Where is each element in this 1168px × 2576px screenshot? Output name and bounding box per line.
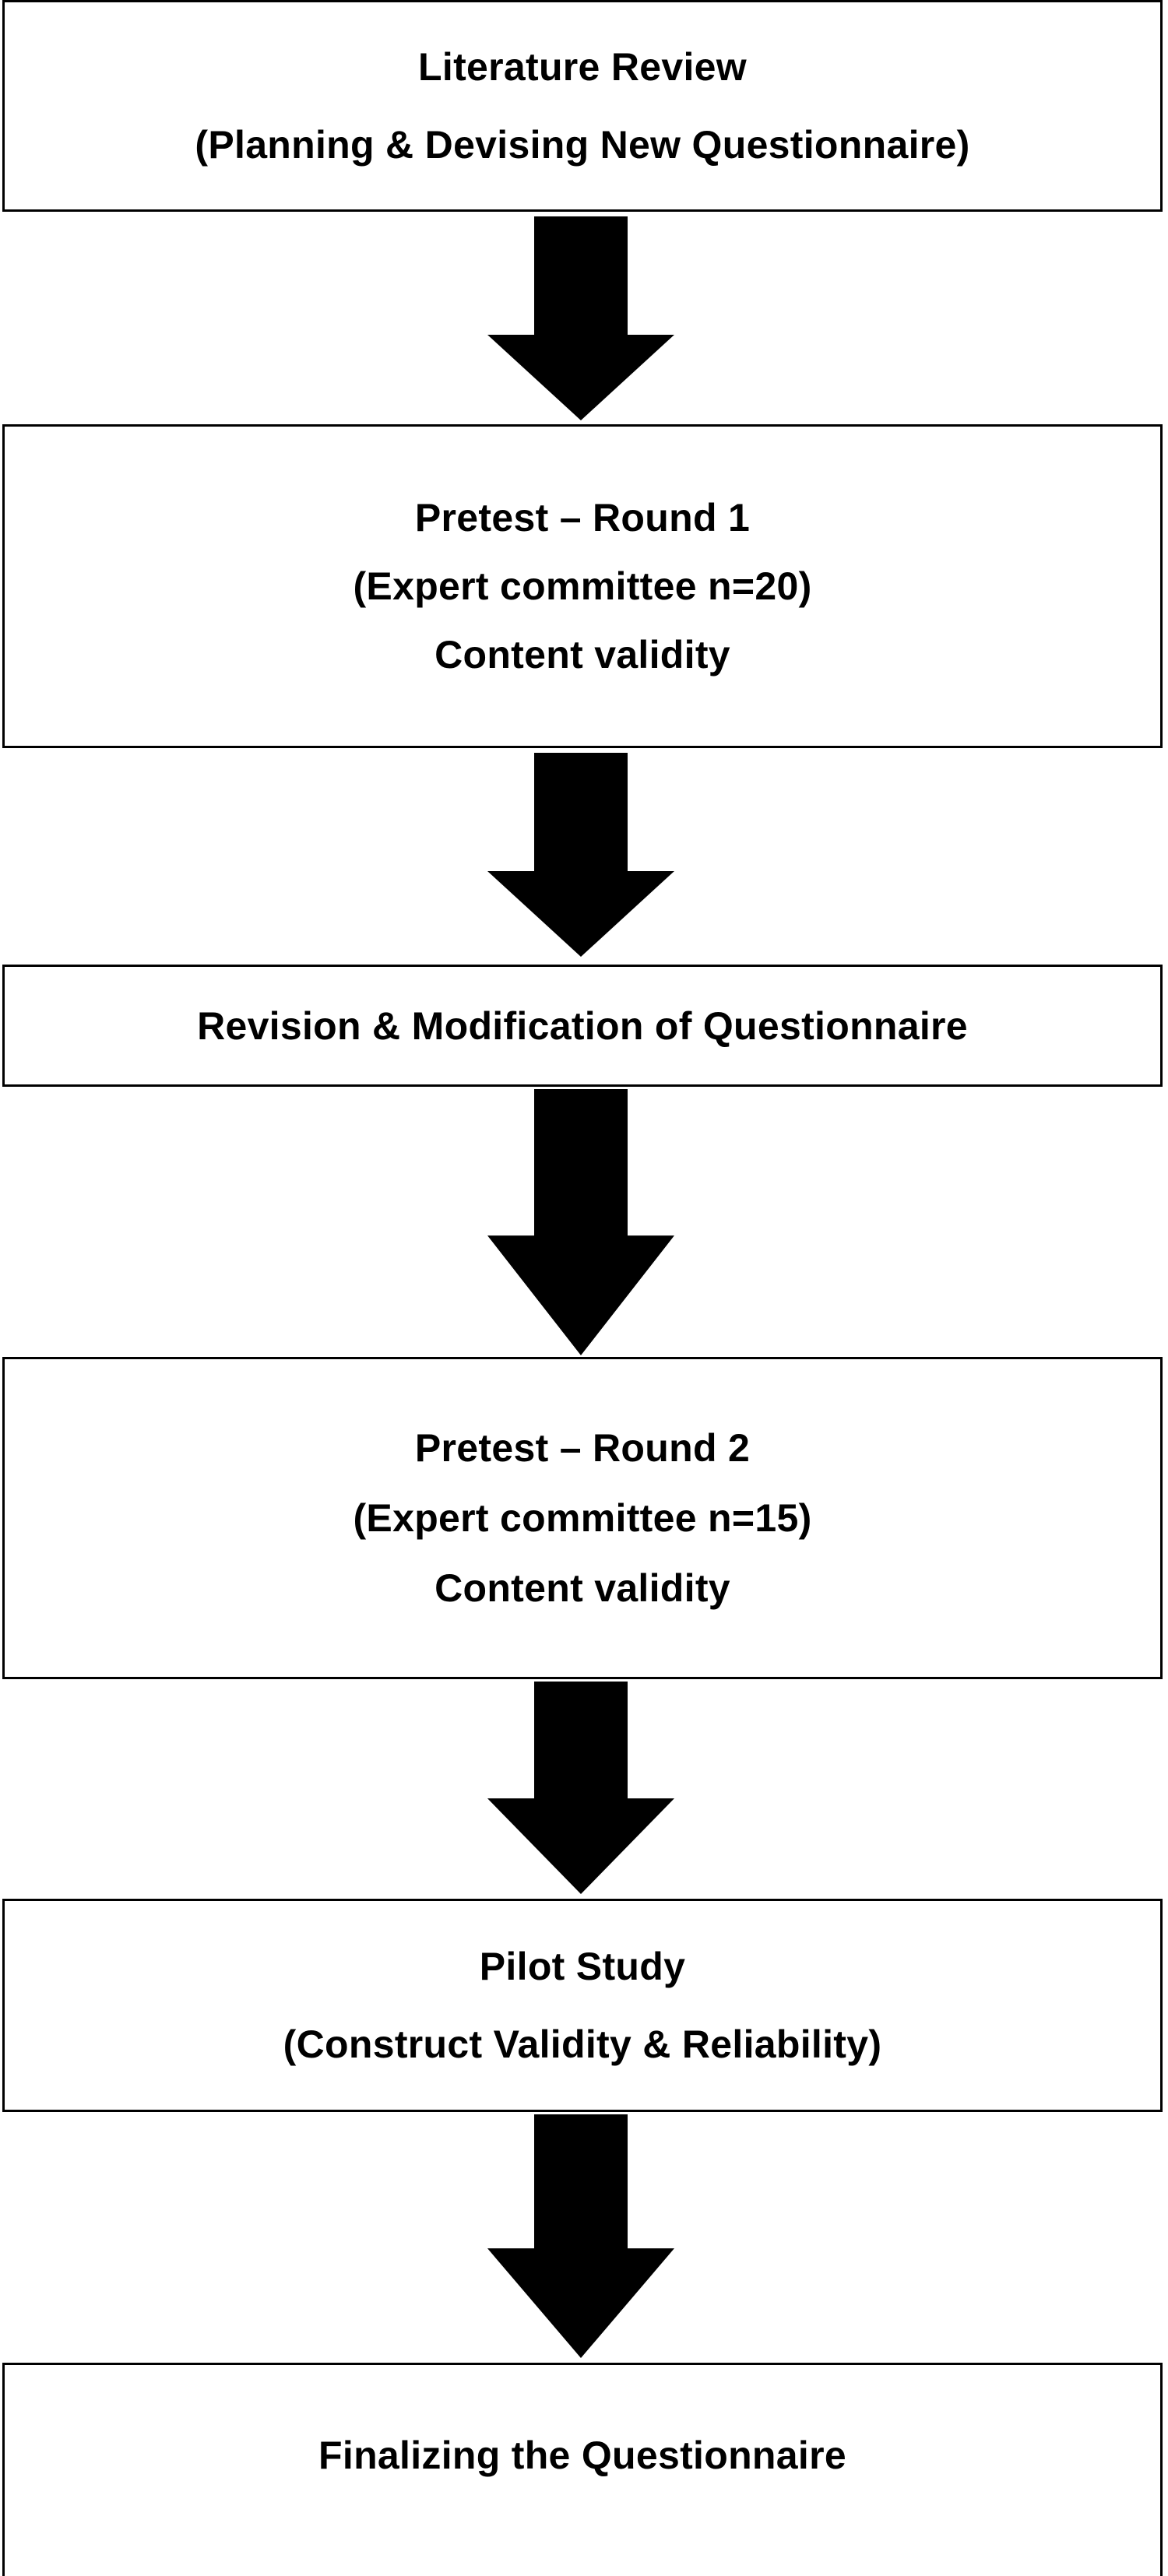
step-pretest-round-1: Pretest – Round 1 (Expert committee n=20… <box>2 424 1163 748</box>
step-revision-modification: Revision & Modification of Questionnaire <box>2 965 1163 1087</box>
step-6-title: Finalizing the Questionnaire <box>318 2433 846 2477</box>
step-4-validity: Content validity <box>434 1566 730 1610</box>
step-1-title: Literature Review <box>418 45 747 89</box>
down-arrow-icon <box>487 2114 674 2358</box>
down-arrow-icon <box>487 753 674 957</box>
step-5-subtitle: (Construct Validity & Reliability) <box>283 2022 882 2066</box>
step-pilot-study: Pilot Study (Construct Validity & Reliab… <box>2 1899 1163 2112</box>
down-arrow-icon <box>487 1682 674 1894</box>
step-literature-review: Literature Review (Planning & Devising N… <box>2 0 1163 212</box>
step-pretest-round-2: Pretest – Round 2 (Expert committee n=15… <box>2 1357 1163 1679</box>
step-finalizing-questionnaire: Finalizing the Questionnaire <box>2 2363 1163 2576</box>
step-2-committee: (Expert committee n=20) <box>353 564 812 608</box>
step-1-subtitle: (Planning & Devising New Questionnaire) <box>195 123 970 167</box>
step-4-title: Pretest – Round 2 <box>414 1426 751 1470</box>
step-5-title: Pilot Study <box>479 1945 686 1988</box>
step-3-title: Revision & Modification of Questionnaire <box>197 1003 968 1048</box>
step-2-title: Pretest – Round 1 <box>414 496 751 539</box>
step-2-validity: Content validity <box>434 633 730 677</box>
down-arrow-icon <box>487 1089 674 1355</box>
down-arrow-icon <box>487 216 674 420</box>
step-4-committee: (Expert committee n=15) <box>353 1496 812 1540</box>
